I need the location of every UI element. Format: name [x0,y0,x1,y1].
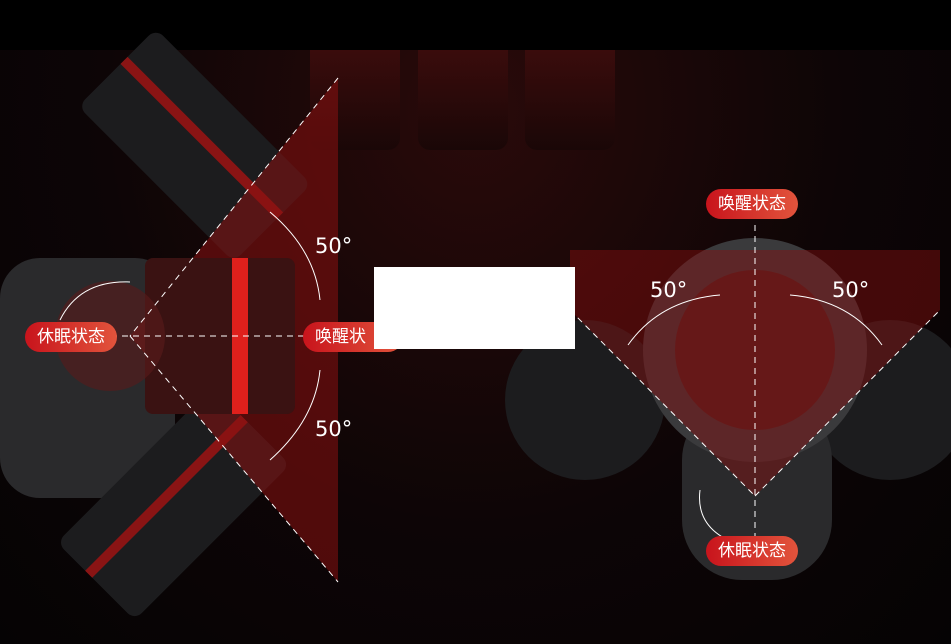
angle-label: 50° [832,278,870,302]
sleep-state-badge: 休眠状态 [25,322,117,352]
sleep-state-badge: 休眠状态 [706,536,798,566]
angle-label: 50° [650,278,688,302]
watermark-box [374,267,575,349]
angle-label: 50° [315,417,353,441]
battery-bar [418,50,508,150]
wake-state-badge: 唤醒状态 [706,189,798,219]
battery-bar [525,50,615,150]
angle-label: 50° [315,234,353,258]
